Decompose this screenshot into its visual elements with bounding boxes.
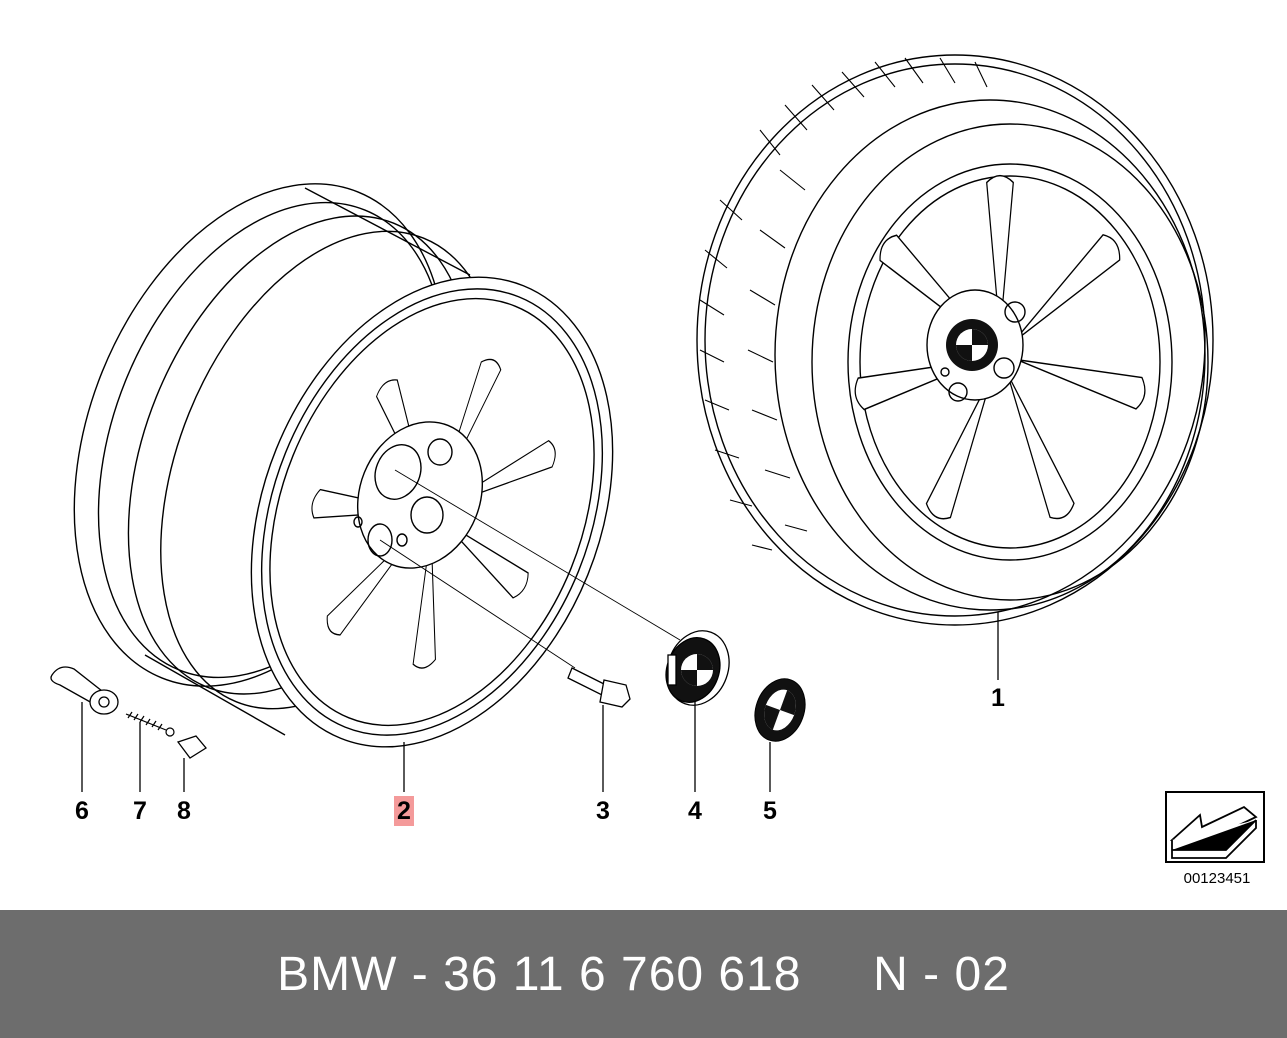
valve-core-drawing xyxy=(125,711,175,737)
callout-1: 1 xyxy=(991,684,1005,712)
wheel-bolt-drawing xyxy=(567,667,631,708)
reference-box xyxy=(1165,791,1265,863)
reference-number: 00123451 xyxy=(1183,870,1251,887)
callout-4: 4 xyxy=(688,797,702,825)
arrow-icon xyxy=(1169,805,1258,859)
valve-drawing xyxy=(50,666,119,715)
bmw-logo-icon xyxy=(681,654,713,686)
part-number-footer: BMW - 36 11 6 760 618 N - 02 xyxy=(0,910,1287,1038)
callout-3: 3 xyxy=(596,797,610,825)
bmw-logo-icon xyxy=(946,319,998,371)
callout-7: 7 xyxy=(133,797,147,825)
callout-6: 6 xyxy=(75,797,89,825)
wheel-parts-diagram xyxy=(50,54,1258,859)
bmw-logo-icon xyxy=(754,678,806,742)
callout-2-highlighted[interactable]: 2 xyxy=(394,796,414,826)
part-number-text: BMW - 36 11 6 760 618 N - 02 xyxy=(277,947,1010,1001)
leader-lines xyxy=(81,469,999,792)
callout-8: 8 xyxy=(177,797,191,825)
callout-5: 5 xyxy=(763,797,777,825)
valve-cap-drawing xyxy=(176,735,207,759)
alloy-rim-drawing xyxy=(73,183,614,748)
